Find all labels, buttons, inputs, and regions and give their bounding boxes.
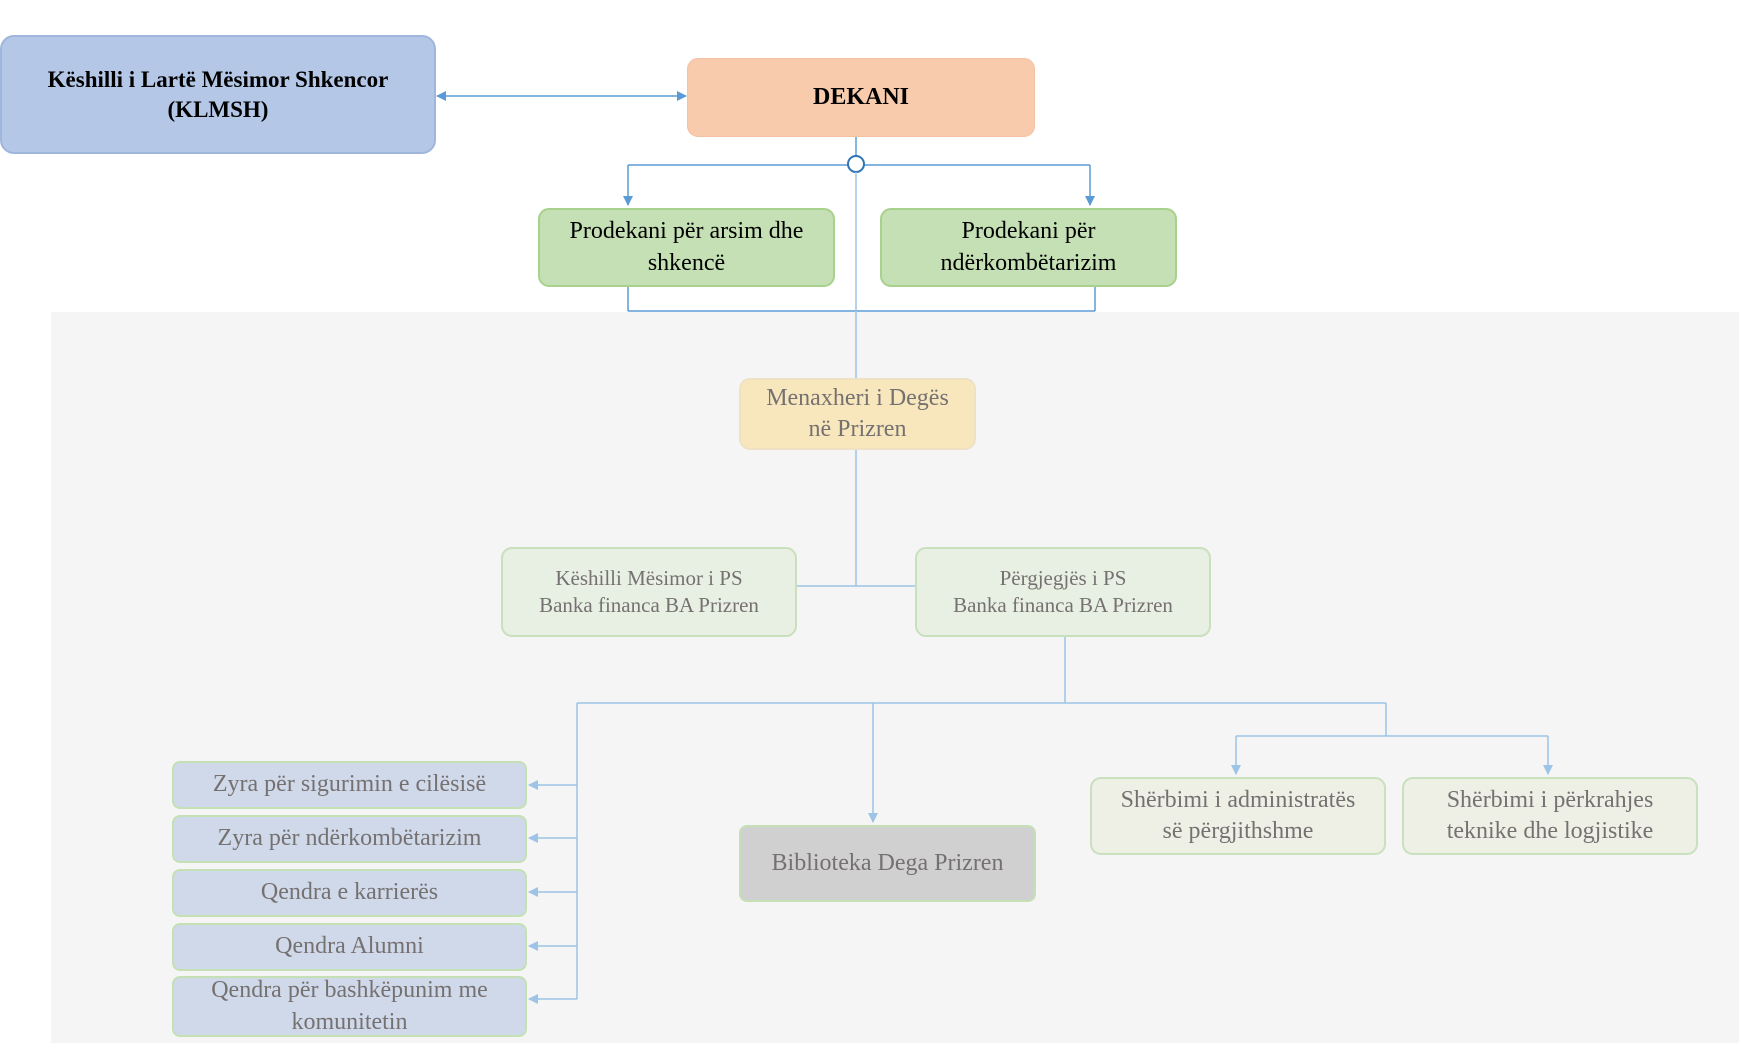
prodekan-nderkomb-box: Prodekani për ndërkombëtarizim xyxy=(880,208,1177,287)
junction-node xyxy=(847,155,865,173)
biblioteka-box: Biblioteka Dega Prizren xyxy=(739,825,1036,902)
pergjegjes-ps-label: Përgjegjës i PS Banka financa BA Prizren xyxy=(953,565,1173,617)
unit-box-internationalization-office: Zyra për ndërkombëtarizim xyxy=(172,815,527,863)
prodekan-nderkomb-label: Prodekani për ndërkombëtarizim xyxy=(940,218,1117,276)
unit-box-community-center: Qendra për bashkëpunim me komunitetin xyxy=(172,976,527,1037)
pergjegjes-ps-box: Përgjegjës i PS Banka financa BA Prizren xyxy=(915,547,1211,637)
klmsh-label: Këshilli i Lartë Mësimor Shkencor (KLMSH… xyxy=(47,66,389,122)
unit-label: Qendra për bashkëpunim me komunitetin xyxy=(211,977,488,1035)
keshilli-ps-box: Këshilli Mësimor i PS Banka financa BA P… xyxy=(501,547,797,637)
dekani-label: DEKANI xyxy=(812,83,909,110)
sherbimi-teknik-box: Shërbimi i përkrahjes teknike dhe logjis… xyxy=(1402,777,1698,855)
unit-label: Zyra për ndërkombëtarizim xyxy=(217,825,482,852)
unit-label: Qendra e karrierës xyxy=(260,879,439,906)
sherbimi-teknik-label: Shërbimi i përkrahjes teknike dhe logjis… xyxy=(1446,786,1654,844)
menaxher-box: Menaxheri i Degës në Prizren xyxy=(739,378,976,450)
biblioteka-label: Biblioteka Dega Prizren xyxy=(771,849,1004,876)
dekani-box: DEKANI xyxy=(687,58,1035,137)
prodekan-arsim-label: Prodekani për arsim dhe shkencë xyxy=(569,218,804,276)
klmsh-box: Këshilli i Lartë Mësimor Shkencor (KLMSH… xyxy=(0,35,436,154)
sherbimi-admin-box: Shërbimi i administratës së përgjithshme xyxy=(1090,777,1386,855)
unit-label: Zyra për sigurimin e cilësisë xyxy=(212,771,487,798)
sherbimi-admin-label: Shërbimi i administratës së përgjithshme xyxy=(1120,786,1356,844)
unit-box-quality-office: Zyra për sigurimin e cilësisë xyxy=(172,761,527,809)
prodekan-arsim-box: Prodekani për arsim dhe shkencë xyxy=(538,208,835,287)
menaxher-label: Menaxheri i Degës në Prizren xyxy=(766,384,949,442)
unit-box-alumni-center: Qendra Alumni xyxy=(172,923,527,971)
keshilli-ps-label: Këshilli Mësimor i PS Banka financa BA P… xyxy=(539,565,759,617)
unit-box-career-center: Qendra e karrierës xyxy=(172,869,527,917)
unit-label: Qendra Alumni xyxy=(275,933,424,960)
